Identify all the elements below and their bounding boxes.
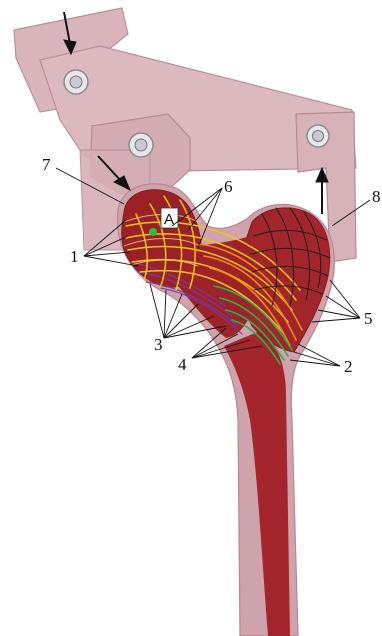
label-4: 4: [178, 355, 187, 374]
bolt-icon: [129, 133, 153, 157]
label-6: 6: [224, 177, 233, 196]
label-3: 3: [154, 335, 163, 354]
label-8: 8: [372, 187, 381, 206]
label-1: 1: [70, 247, 79, 266]
bolt-icon: [307, 125, 329, 147]
bolt-icon: [64, 70, 88, 94]
label-2: 2: [344, 357, 353, 376]
label-5: 5: [364, 309, 373, 328]
label-7: 7: [42, 155, 51, 174]
